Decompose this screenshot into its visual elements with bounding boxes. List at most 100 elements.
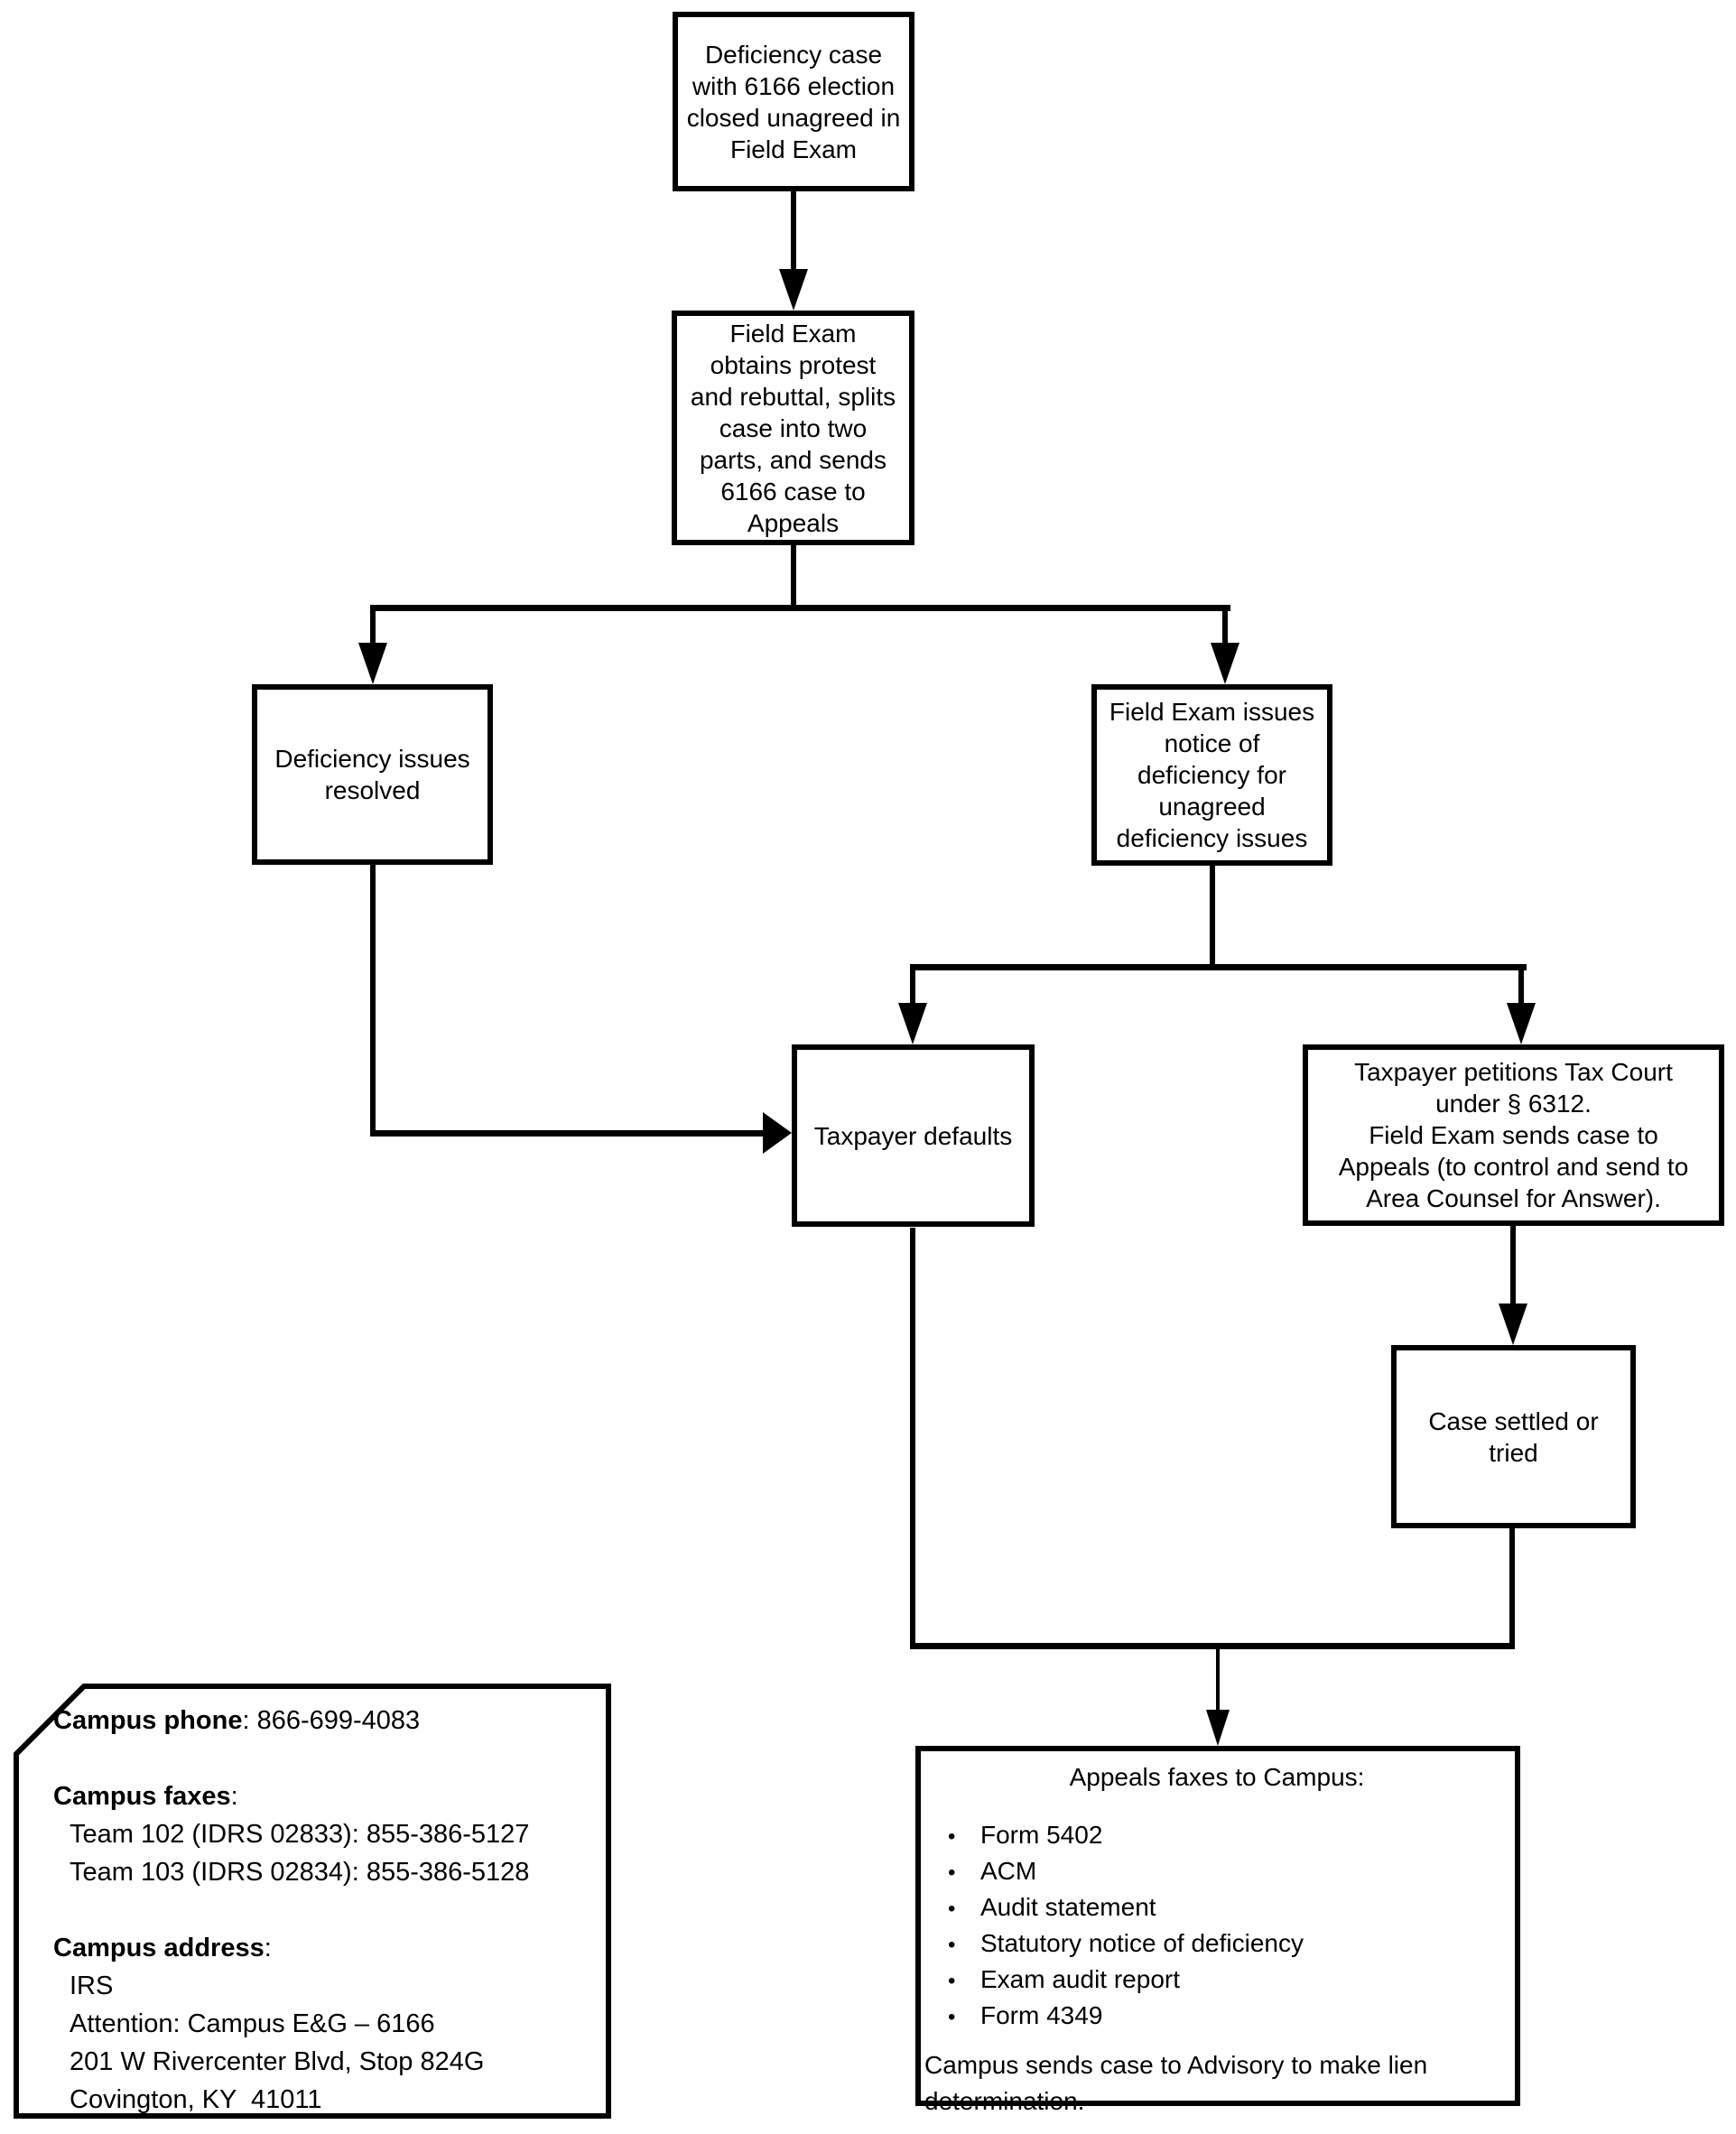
text-line: Case settled or	[1428, 1406, 1599, 1435]
list-item: • Form 4349	[924, 1999, 1509, 2035]
text-line: under § 6312.	[1435, 1090, 1592, 1118]
text-line: unagreed	[1158, 793, 1266, 821]
arrowhead-down	[1499, 1304, 1527, 1345]
node-text: Deficiency case with 6166 election close…	[687, 39, 901, 165]
text-line: Deficiency issues	[274, 745, 470, 773]
node-text: Taxpayer petitions Tax Court under § 631…	[1339, 1056, 1689, 1214]
text-line: Taxpayer petitions Tax Court	[1354, 1058, 1673, 1086]
connector-line	[910, 1643, 1515, 1649]
campus-phone-label: Campus phone	[53, 1706, 243, 1735]
connector-line	[791, 545, 796, 608]
connector-line	[791, 191, 796, 273]
text-line: parts, and sends	[699, 445, 887, 474]
campus-address-line: Covington, KY 41011	[70, 2085, 322, 2114]
bullet-icon: •	[948, 1824, 956, 1849]
connector-line	[1510, 1226, 1516, 1307]
list-item: • Audit statement	[924, 1890, 1509, 1926]
node-taxpayer-defaults: Taxpayer defaults	[792, 1044, 1035, 1227]
connector-line	[370, 865, 376, 1136]
bullet-text: Statutory notice of deficiency	[980, 1929, 1304, 1957]
colon: :	[230, 1782, 238, 1811]
node-text: Deficiency issues resolved	[274, 743, 469, 806]
campus-address-line: 201 W Rivercenter Blvd, Stop 824G	[70, 2047, 485, 2076]
node-deficiency-case: Deficiency case with 6166 election close…	[673, 12, 914, 191]
text-line: case into two	[719, 413, 868, 442]
node-appeals-faxes: Appeals faxes to Campus: •Form 5402 •ACM…	[915, 1746, 1520, 2115]
connector-line	[1509, 1528, 1515, 1647]
bullet-icon: •	[948, 1933, 956, 1957]
appeals-box-footer: Campus sends case to Advisory to make li…	[924, 2051, 1434, 2115]
campus-address-line: Attention: Campus E&G – 6166	[70, 2009, 435, 2038]
node-text: Taxpayer defaults	[814, 1120, 1012, 1152]
appeals-box-title: Appeals faxes to Campus:	[1069, 1763, 1365, 1791]
bullet-text: ACM	[980, 1857, 1037, 1885]
text-line: deficiency for	[1137, 761, 1286, 789]
colon: :	[264, 1934, 272, 1962]
text-line: and rebuttal, splits	[690, 382, 896, 411]
node-text: Case settled or tried	[1428, 1406, 1598, 1469]
campus-fax-line: Team 103 (IDRS 02834): 855-386-5128	[70, 1858, 530, 1887]
text-line: closed unagreed in	[686, 103, 901, 132]
arrowhead-down	[779, 269, 808, 311]
text-line: tried	[1489, 1438, 1538, 1467]
node-field-exam-protest: Field Exam obtains protest and rebuttal,…	[672, 311, 914, 545]
bullet-text: Audit statement	[980, 1893, 1156, 1921]
bullet-text: Form 5402	[980, 1821, 1103, 1849]
arrowhead-down	[1211, 643, 1239, 684]
bullet-icon: •	[948, 2005, 956, 2029]
node-field-exam-notice: Field Exam issues notice of deficiency f…	[1091, 684, 1332, 866]
list-item: • Statutory notice of deficiency	[924, 1926, 1509, 1962]
connector-line	[1518, 968, 1524, 1007]
arrowhead-down	[1206, 1710, 1230, 1746]
arrowhead-down	[358, 643, 387, 684]
bullet-icon: •	[948, 1969, 956, 1993]
node-deficiency-resolved: Deficiency issues resolved	[252, 684, 493, 865]
text-line: Field Exam	[729, 135, 858, 163]
text-line: obtains protest	[710, 350, 877, 379]
text-line: resolved	[324, 776, 421, 804]
text-line: Deficiency case	[704, 40, 883, 69]
connector-line	[370, 605, 1230, 611]
list-item: •ACM	[924, 1854, 1509, 1890]
text-line: Field Exam sends case to	[1369, 1121, 1658, 1149]
campus-fax-line: Team 102 (IDRS 02833): 855-386-5127	[70, 1820, 530, 1849]
campus-note: Campus phone: 866-699-4083 Campus faxes:…	[14, 1684, 611, 2119]
connector-line	[910, 1228, 915, 1647]
text-line: Area Counsel for Answer).	[1366, 1184, 1661, 1212]
connector-line	[910, 968, 915, 1007]
campus-phone-line: Campus phone: 866-699-4083	[53, 1702, 602, 1740]
connector-line	[1216, 1647, 1220, 1712]
connector-line	[1222, 608, 1228, 646]
campus-phone-value: : 866-699-4083	[242, 1706, 421, 1735]
list-item: • Form 5402	[924, 1818, 1509, 1854]
arrowhead-right	[763, 1112, 792, 1154]
node-text: Field Exam obtains protest and rebuttal,…	[691, 318, 896, 539]
campus-faxes-label-line: Campus faxes:	[53, 1777, 602, 1815]
campus-address-label-line: Campus address:	[53, 1929, 602, 1967]
text-line: 6166 case to	[720, 477, 866, 506]
node-text: Field Exam issues notice of deficiency f…	[1109, 696, 1314, 854]
bullet-text: Form 4349	[980, 2001, 1103, 2029]
connector-line	[370, 1130, 766, 1137]
text-line: deficiency issues	[1116, 824, 1308, 852]
arrowhead-down	[1507, 1003, 1536, 1044]
text-line: with 6166 election	[692, 71, 896, 100]
campus-faxes-label: Campus faxes	[53, 1782, 231, 1811]
text-line: Field Exam issues	[1109, 698, 1315, 726]
node-taxpayer-petitions: Taxpayer petitions Tax Court under § 631…	[1303, 1044, 1724, 1226]
text-line: Field Exam	[729, 319, 857, 348]
note-border	[14, 1684, 611, 2119]
node-case-settled: Case settled or tried	[1391, 1345, 1636, 1528]
arrowhead-down	[898, 1003, 927, 1044]
list-item: •Exam audit report	[924, 1962, 1509, 1999]
campus-address-line: IRS	[70, 1972, 114, 2000]
text-line: Appeals (to control and send to	[1338, 1153, 1689, 1181]
connector-line	[370, 608, 376, 646]
text-line: notice of	[1164, 729, 1260, 757]
campus-address-label: Campus address	[53, 1934, 265, 1962]
text-line: Taxpayer defaults	[813, 1121, 1013, 1150]
connector-line	[1210, 866, 1215, 967]
bullet-icon: •	[948, 1897, 956, 1921]
connector-line	[910, 964, 1527, 970]
